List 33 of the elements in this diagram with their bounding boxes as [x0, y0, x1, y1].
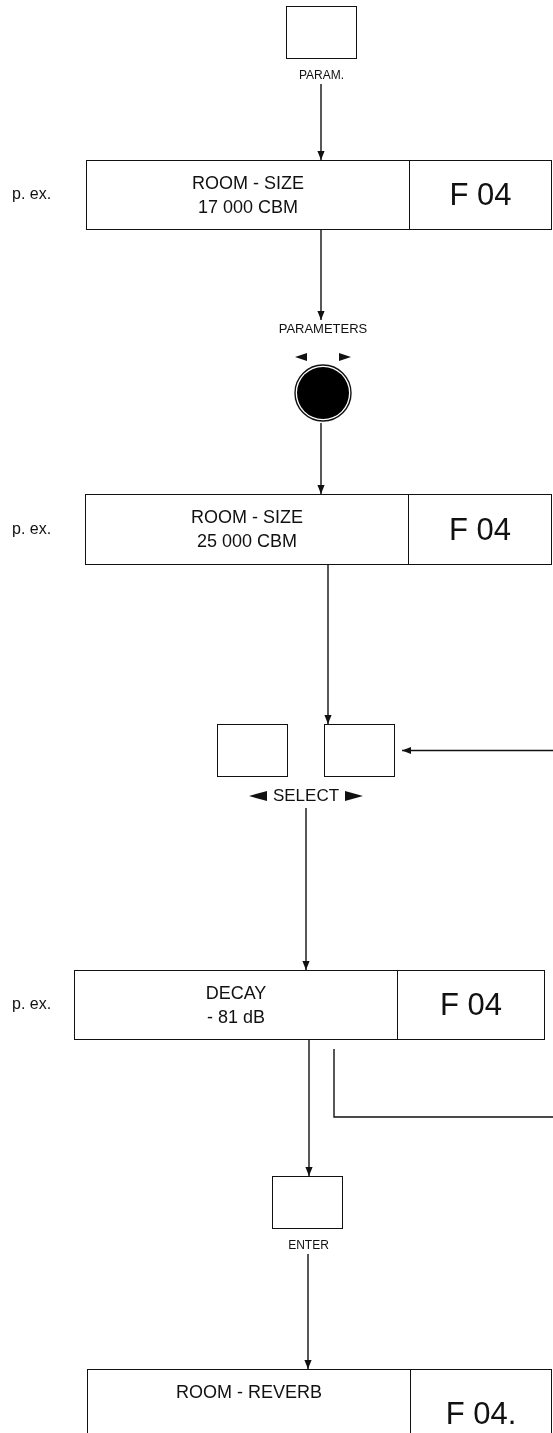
example-label: p. ex.: [12, 519, 52, 538]
lcd-display: [74, 970, 545, 1040]
display-text: ROOM - SIZE: [191, 506, 303, 529]
arrow: [305, 1039, 313, 1177]
arrow: [304, 1253, 312, 1370]
button-label: ENTER: [287, 1238, 330, 1252]
display-text: DECAY: [205, 982, 267, 1005]
lcd-display: [86, 160, 552, 230]
function-code: F 04: [409, 161, 551, 229]
arrow: [401, 746, 553, 755]
arrow: [324, 564, 332, 725]
example-label: p. ex.: [12, 185, 52, 203]
example-label: p. ex.: [12, 995, 52, 1013]
arrow: [317, 83, 325, 161]
lcd-display: [85, 494, 552, 565]
display-text: ROOM - REVERB: [176, 1381, 322, 1404]
arrow: [317, 229, 325, 321]
push-button-icon: [324, 724, 395, 777]
display-text: ROOM - SIZE: [192, 172, 304, 195]
display-text: - 81 dB: [206, 1006, 265, 1029]
connector-line: [333, 1048, 553, 1118]
button-label: SELECT: [272, 786, 340, 806]
button-label: PARAM.: [297, 68, 346, 82]
display-text: 25 000 CBM: [196, 530, 298, 553]
arrow: [302, 807, 310, 971]
function-code: F 04: [397, 971, 544, 1039]
push-button-icon: [217, 724, 288, 777]
lcd-display: [87, 1369, 552, 1433]
arrow: [317, 422, 325, 495]
function-code: F 04.: [410, 1370, 551, 1433]
function-code: F 04: [408, 495, 551, 564]
display-text: 17 000 CBM: [197, 196, 299, 219]
knob-label: PARAMETERS: [277, 322, 369, 336]
